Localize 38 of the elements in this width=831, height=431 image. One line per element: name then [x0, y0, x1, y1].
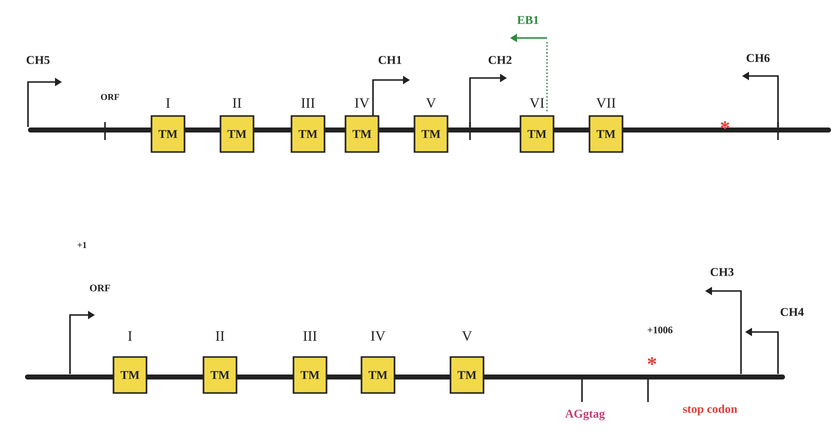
stop-asterisk: *: [720, 121, 730, 129]
tm-box: TM: [112, 356, 148, 394]
roman-numeral: I: [166, 98, 170, 108]
roman-numeral: V: [426, 98, 436, 108]
label: CH2: [488, 56, 512, 64]
tm-box: TM: [292, 356, 328, 394]
label: EB1: [517, 16, 538, 24]
tm-box: TM: [290, 115, 326, 153]
label: CH5: [26, 56, 50, 64]
roman-numeral: III: [301, 98, 315, 108]
roman-numeral: III: [303, 331, 317, 341]
label: CH1: [378, 56, 402, 64]
tm-box: TM: [414, 115, 448, 153]
tm-box: TM: [150, 115, 186, 153]
tm-box: TM: [520, 115, 554, 153]
label: +1006: [648, 326, 673, 334]
label: CH4: [780, 308, 804, 316]
label: AGgtag: [565, 410, 605, 420]
roman-numeral: IV: [354, 98, 370, 108]
label: CH3: [710, 268, 734, 276]
tm-box: TM: [360, 356, 396, 394]
roman-numeral: I: [128, 331, 132, 341]
label: CH6: [746, 54, 770, 62]
tm-box: TM: [588, 115, 624, 153]
tm-box: TM: [220, 115, 254, 153]
label: ORF: [100, 94, 120, 100]
roman-numeral: VII: [596, 98, 616, 108]
roman-numeral: II: [216, 331, 224, 341]
roman-numeral: II: [232, 98, 242, 108]
label: ORF: [90, 284, 110, 292]
label: +1: [78, 242, 86, 248]
roman-numeral: VI: [530, 98, 544, 108]
roman-numeral: IV: [370, 331, 386, 341]
roman-numeral: V: [462, 331, 472, 341]
label: stop codon: [682, 404, 738, 416]
tm-box: TM: [450, 356, 484, 394]
tm-box: TM: [344, 115, 380, 153]
tm-box: TM: [202, 356, 238, 394]
